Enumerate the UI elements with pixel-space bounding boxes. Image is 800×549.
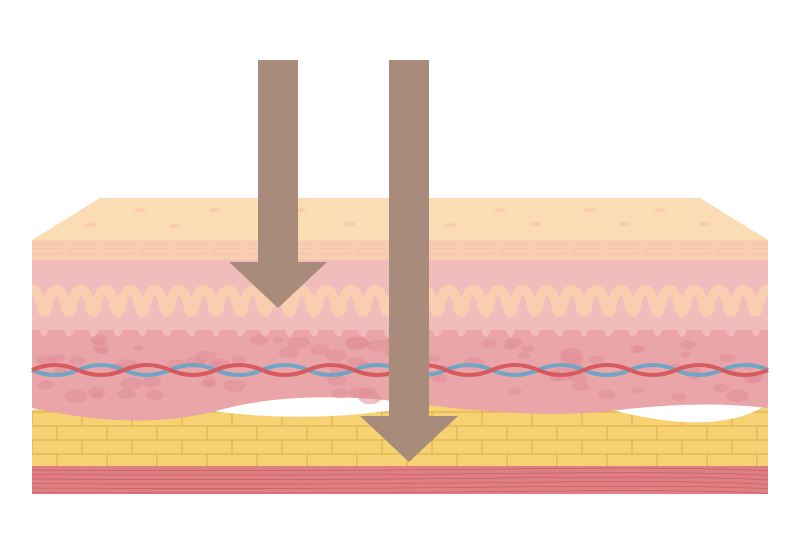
dermis-cell <box>747 375 760 383</box>
dermis-cell <box>325 349 347 362</box>
muscle-fiber-line <box>31 490 769 494</box>
dermis-cell <box>719 353 736 363</box>
dermis-cell <box>141 376 162 388</box>
dermis-cell <box>195 350 217 363</box>
dermis-cell <box>68 356 86 366</box>
dermis-cell <box>680 351 691 358</box>
dermis-cell <box>588 355 604 364</box>
skin-pore <box>529 221 541 227</box>
muscle-fiber-line <box>31 476 769 481</box>
dermis-cell <box>572 381 589 392</box>
dermis-cell <box>598 389 616 400</box>
skin-pore <box>654 207 666 213</box>
dermis-cell <box>517 352 530 359</box>
dermis-cell <box>64 389 88 403</box>
skin-pore <box>169 223 181 229</box>
dermis-cell <box>427 355 440 362</box>
dermis-cell <box>249 334 269 345</box>
shallow-penetration-arrow <box>229 60 327 308</box>
dermis-cell <box>481 339 498 348</box>
dermis-cell <box>117 388 137 400</box>
skin-pore <box>84 222 96 228</box>
skin-pore <box>209 207 221 213</box>
skin-pore <box>444 222 456 228</box>
muscle-fiber-line <box>31 467 769 472</box>
dermis-cell <box>287 336 310 349</box>
dermis-cell <box>331 388 350 399</box>
dermis-cell <box>145 390 164 401</box>
skin-pore <box>584 207 596 213</box>
skin-pore <box>494 207 506 213</box>
dermis-cell <box>503 342 517 350</box>
dermis-cell <box>713 383 729 393</box>
skin-pore <box>134 207 146 213</box>
skin-pore <box>344 221 356 227</box>
dermis-cell <box>521 345 534 352</box>
dermis-cell <box>632 387 645 394</box>
dermis-cell <box>278 346 299 358</box>
dermis-cell <box>680 340 696 349</box>
dermis-cell <box>90 391 105 400</box>
dermis-cell <box>272 336 284 343</box>
dermis-cell <box>200 380 215 388</box>
skin-pore <box>619 221 631 227</box>
dermis-cell <box>431 374 448 383</box>
dermis-cell <box>223 379 246 392</box>
dermis-cell <box>133 345 144 352</box>
dermis-cell <box>349 387 370 399</box>
dermis-cell <box>310 344 330 355</box>
muscle-fiber-line <box>31 472 769 476</box>
dermis-cell <box>347 356 366 367</box>
dermis-cell <box>630 345 646 354</box>
dermis-cell <box>120 377 143 390</box>
dermis-cell <box>327 375 347 386</box>
dermis-cell <box>96 347 108 355</box>
dermis-cell <box>345 336 369 350</box>
dermis-cell <box>231 355 246 364</box>
deep-penetration-arrow <box>360 60 458 462</box>
dermis-cell <box>37 380 55 390</box>
muscle-fiber-line <box>31 481 769 485</box>
dermis-cell <box>670 392 687 401</box>
skin-pore <box>699 221 711 227</box>
dermis-cell <box>367 340 389 352</box>
muscle-fiber-line <box>31 485 769 490</box>
dermis-cell <box>35 355 55 366</box>
dermis-cell <box>726 389 749 402</box>
dermis-cell <box>508 388 522 396</box>
muscle-layer <box>31 466 769 494</box>
